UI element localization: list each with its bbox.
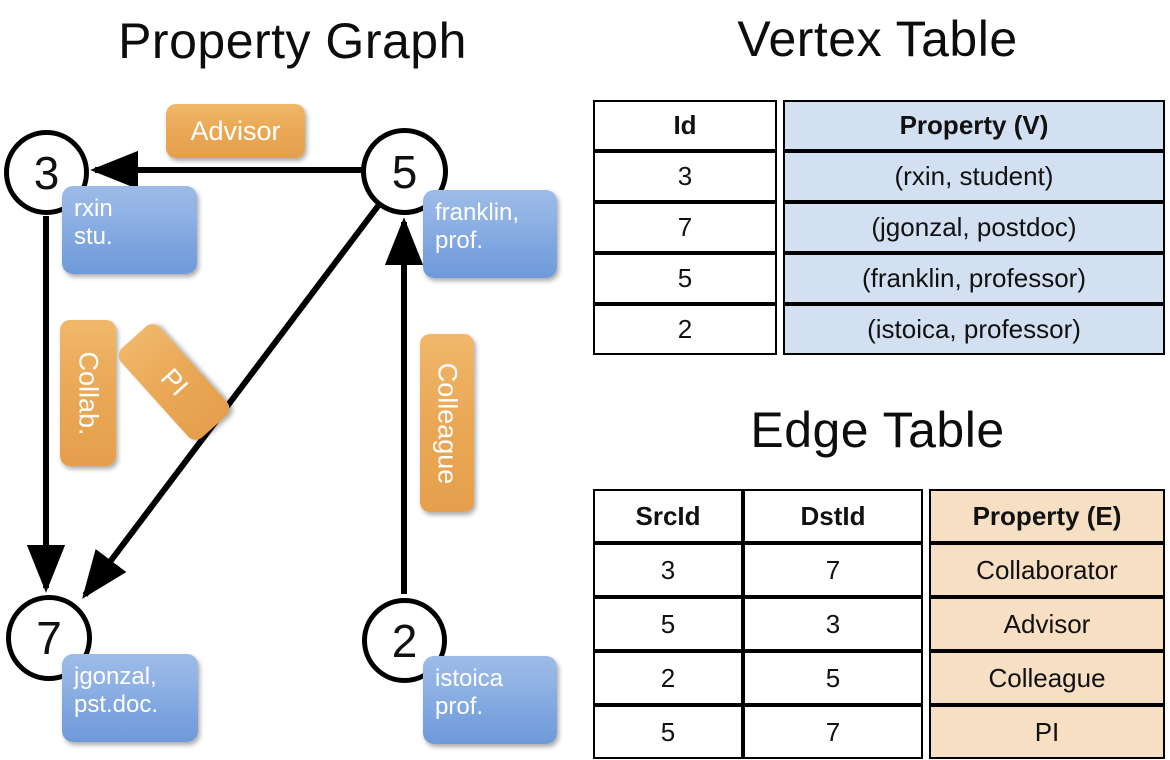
edge-row-0-dst: 7 <box>743 543 923 597</box>
vertex-row-3-property: (istoica, professor) <box>783 304 1165 355</box>
vertex-row-0-id: 3 <box>593 151 777 202</box>
edge-row-1-property: Advisor <box>929 597 1165 651</box>
edge-label-pi-text: PI <box>154 362 195 402</box>
vertex-property-box-franklin: franklin, prof. <box>423 190 557 278</box>
edge-row-0-property: Collaborator <box>929 543 1165 597</box>
vertex-row-0-property: (rxin, student) <box>783 151 1165 202</box>
vertex-table: Id Property (V) 3 (rxin, student) 7 (jgo… <box>593 100 1165 355</box>
vertex-property-rxin-name: rxin <box>74 195 113 222</box>
table-row: 2 5 Colleague <box>593 651 1165 705</box>
edge-row-2-property: Colleague <box>929 651 1165 705</box>
vertex-property-jgonzal-role: pst.doc. <box>74 691 159 719</box>
vertex-node-2-label: 2 <box>391 614 418 667</box>
edge-label-collaborator-text: Collab. <box>73 350 104 436</box>
table-row: 5 (franklin, professor) <box>593 253 1165 304</box>
vertex-property-franklin-role: prof. <box>435 227 484 255</box>
page-title-vertex-table: Vertex Table <box>737 11 1018 67</box>
graph-edges-svg <box>26 150 424 599</box>
edge-label-advisor-text: Advisor <box>190 115 281 146</box>
edge-table-header-row: SrcId DstId Property (E) <box>593 489 1165 543</box>
edge-row-2-src: 2 <box>593 651 743 705</box>
edge-row-0-src: 3 <box>593 543 743 597</box>
edge-label-colleague-text: Colleague <box>432 362 463 484</box>
edge-5-to-7-pi <box>82 200 384 599</box>
table-row: 7 (jgonzal, postdoc) <box>593 202 1165 253</box>
property-graph-panel: Property Graph 3 5 7 2 rxin stu. frankli… <box>4 13 557 744</box>
vertex-table-header-id: Id <box>593 100 777 151</box>
vertex-node-5[interactable]: 5 <box>361 128 448 215</box>
page-title-edge-table: Edge Table <box>750 402 1005 458</box>
vertex-row-2-id: 5 <box>593 253 777 304</box>
vertex-property-franklin-name: franklin, <box>435 199 520 226</box>
vertex-property-box-rxin: rxin stu. <box>62 186 197 274</box>
page-title-property-graph: Property Graph <box>118 13 467 69</box>
vertex-node-7-label: 7 <box>36 612 62 664</box>
edge-row-1-dst: 3 <box>743 597 923 651</box>
vertex-property-box-jgonzal: jgonzal, pst.doc. <box>62 654 198 742</box>
vertex-property-istoica-role: prof. <box>435 693 484 721</box>
edge-row-3-property: PI <box>929 705 1165 759</box>
vertex-node-3-label: 3 <box>33 146 60 199</box>
edge-label-advisor: Advisor <box>166 104 305 158</box>
edge-row-3-src: 5 <box>593 705 743 759</box>
vertex-property-rxin-role: stu. <box>74 223 113 251</box>
vertex-property-istoica-name: istoica <box>435 665 504 692</box>
vertex-property-jgonzal-name: jgonzal, <box>74 663 157 690</box>
edge-table-header-dstid: DstId <box>743 489 923 543</box>
table-row: 2 (istoica, professor) <box>593 304 1165 355</box>
table-row: 3 (rxin, student) <box>593 151 1165 202</box>
vertex-row-1-id: 7 <box>593 202 777 253</box>
vertex-table-header-property: Property (V) <box>783 100 1165 151</box>
edge-row-2-dst: 5 <box>743 651 923 705</box>
edge-table-header-srcid: SrcId <box>593 489 743 543</box>
edge-row-3-dst: 7 <box>743 705 923 759</box>
edge-table-header-property: Property (E) <box>929 489 1165 543</box>
edge-label-colleague: Colleague <box>420 334 474 512</box>
table-row: 3 7 Collaborator <box>593 543 1165 597</box>
vertex-property-box-istoica: istoica prof. <box>423 656 557 744</box>
vertex-table-header-row: Id Property (V) <box>593 100 1165 151</box>
vertex-row-1-property: (jgonzal, postdoc) <box>783 202 1165 253</box>
table-row: 5 7 PI <box>593 705 1165 759</box>
edge-label-collaborator: Collab. <box>60 320 116 466</box>
edge-table: SrcId DstId Property (E) 3 7 Collaborato… <box>593 489 1165 759</box>
vertex-row-2-property: (franklin, professor) <box>783 253 1165 304</box>
table-row: 5 3 Advisor <box>593 597 1165 651</box>
vertex-node-5-label: 5 <box>391 145 418 198</box>
edge-row-1-src: 5 <box>593 597 743 651</box>
vertex-row-3-id: 2 <box>593 304 777 355</box>
vertex-node-2[interactable]: 2 <box>362 598 447 683</box>
